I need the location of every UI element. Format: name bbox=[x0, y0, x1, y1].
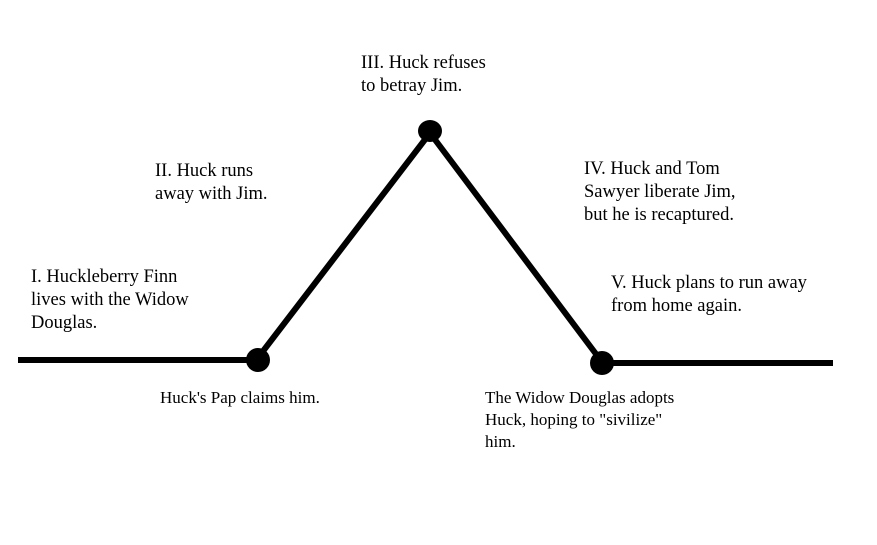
stage-label-exposition: I. Huckleberry Finn lives with the Widow… bbox=[31, 267, 189, 333]
caption-label-inciting-incident: Huck's Pap claims him. bbox=[160, 388, 320, 407]
falling-action-line bbox=[427, 130, 605, 365]
stage-label-climax: III. Huck refuses to betray Jim. bbox=[361, 53, 486, 96]
marker-climax-dot bbox=[418, 120, 442, 142]
rising-action-line bbox=[254, 130, 433, 362]
marker-falling-action-dot bbox=[590, 351, 614, 375]
stage-label-rising-action: II. Huck runs away with Jim. bbox=[155, 161, 268, 204]
marker-rising-action-dot bbox=[246, 348, 270, 372]
caption-label-denouement: The Widow Douglas adopts Huck, hoping to… bbox=[485, 388, 675, 451]
stage-label-falling-action: IV. Huck and Tom Sawyer liberate Jim, bu… bbox=[584, 159, 736, 225]
stage-label-resolution: V. Huck plans to run away from home agai… bbox=[611, 273, 807, 316]
